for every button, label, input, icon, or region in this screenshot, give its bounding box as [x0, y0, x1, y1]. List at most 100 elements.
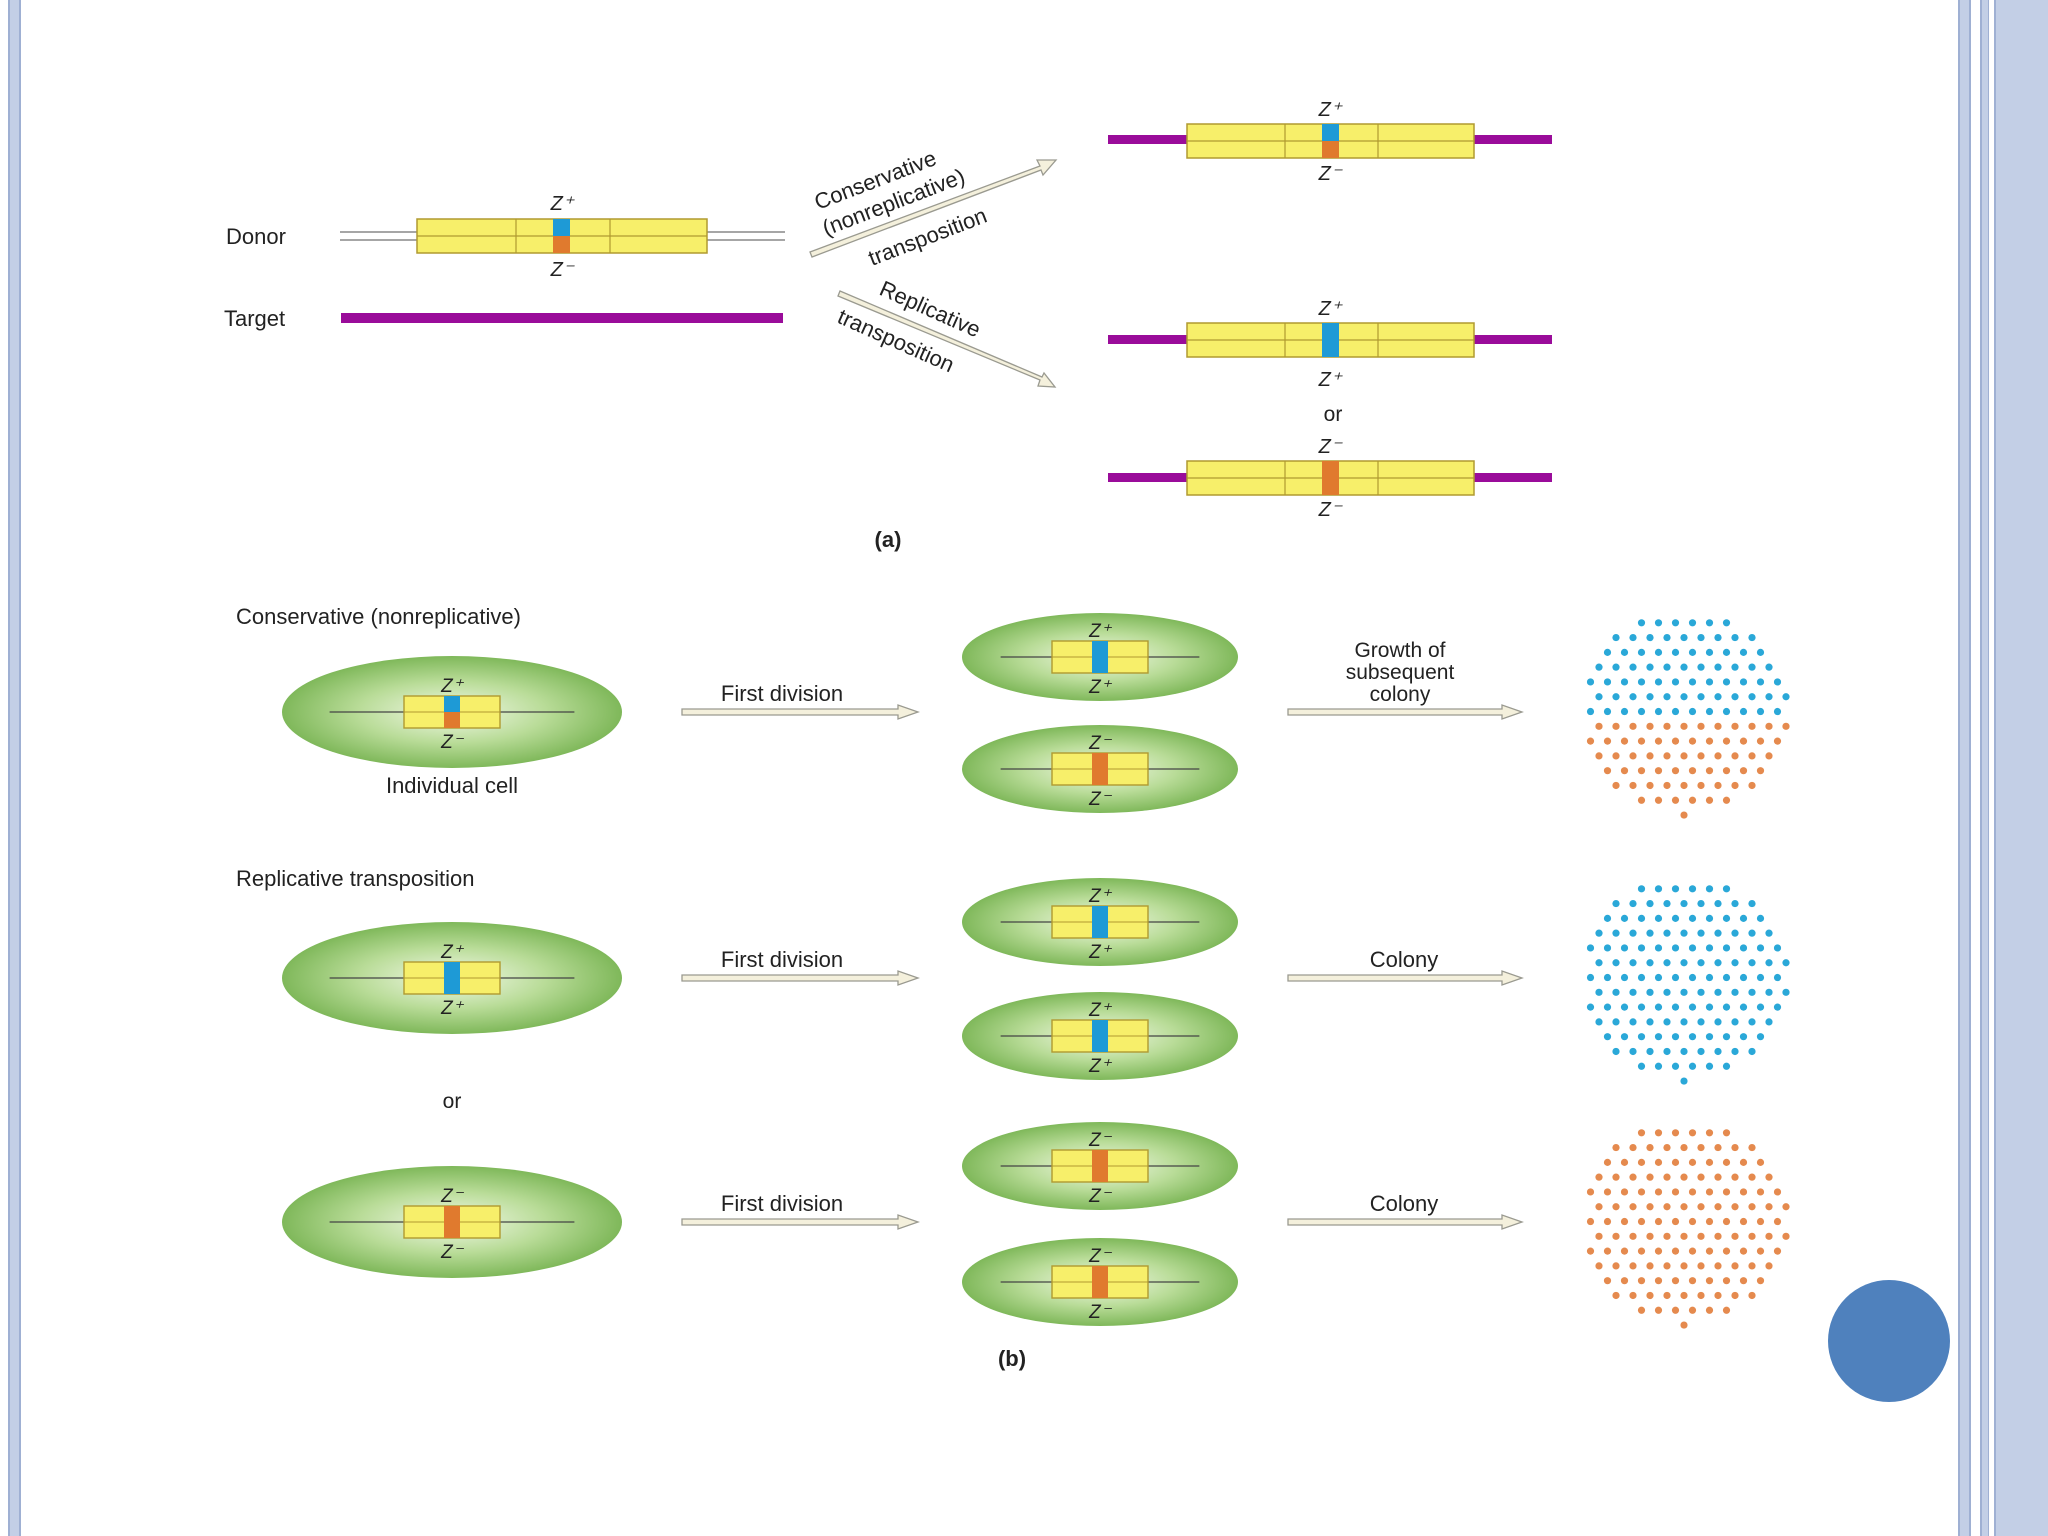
colony-dot — [1688, 707, 1697, 716]
colony-dot — [1671, 648, 1680, 656]
cell-allele-label-bottom: Z⁻ — [1088, 789, 1113, 810]
colony-dot — [1688, 1158, 1697, 1166]
colony-dot — [1714, 1143, 1722, 1152]
colony-dot — [1637, 1003, 1646, 1011]
cell-allele-label-top: Z⁺ — [440, 676, 465, 697]
colony-dot — [1654, 737, 1663, 745]
arrow-replicative-minus-colony — [1287, 1214, 1524, 1230]
colony-dot — [1722, 1188, 1731, 1196]
colony-dot — [1731, 1018, 1739, 1026]
colony-dot — [1697, 663, 1705, 671]
colony-dot — [1731, 1291, 1739, 1300]
colony-dot — [1654, 1188, 1663, 1196]
cell-allele-label-top: Z⁻ — [1088, 1130, 1113, 1151]
colony-dot — [1697, 1203, 1705, 1211]
cell-allele-label-bottom: Z⁺ — [1088, 1056, 1113, 1077]
colony-dot — [1595, 988, 1603, 996]
colony-dot — [1714, 899, 1722, 908]
colony-dot — [1663, 781, 1671, 790]
cell-allele-top — [1092, 1020, 1108, 1036]
part-b-or-label: or — [443, 1090, 462, 1113]
colony-dot — [1705, 1158, 1714, 1166]
cell-allele-bottom — [1092, 922, 1108, 938]
colony-dot — [1748, 693, 1756, 701]
colony-dot — [1612, 1018, 1620, 1026]
colony-dot — [1722, 678, 1731, 686]
colony-dot — [1697, 988, 1705, 996]
colony-dot — [1697, 929, 1705, 937]
colony-dot — [1629, 1047, 1637, 1056]
colony-dot — [1680, 1047, 1688, 1056]
cell-allele-top — [1092, 1150, 1108, 1166]
colony-dot — [1680, 693, 1688, 701]
colony-dot — [1739, 1277, 1748, 1285]
cell-allele-label-bottom: Z⁻ — [1088, 1302, 1113, 1323]
cell-replicative-minus-parent: Z⁻Z⁻ — [282, 1166, 622, 1278]
colony-dot — [1671, 1003, 1680, 1011]
colony-dot — [1646, 722, 1654, 730]
colony-dot — [1782, 1203, 1790, 1211]
colony-dot — [1756, 1217, 1765, 1226]
colony-dot — [1637, 1188, 1646, 1196]
colony-dot — [1620, 767, 1629, 775]
colony-dot — [1586, 678, 1595, 686]
colony-dot — [1637, 1247, 1646, 1255]
colony-dot — [1663, 1173, 1671, 1181]
colony-dot — [1654, 1129, 1663, 1137]
colony-dot — [1637, 1306, 1646, 1314]
cell-allele-label-bottom: Z⁻ — [440, 1242, 465, 1263]
cell-allele-top — [444, 696, 460, 712]
colonies-layer — [1586, 619, 1790, 1329]
colony-dot — [1646, 1203, 1654, 1211]
target-label: Target — [224, 306, 285, 331]
colony-dot — [1688, 796, 1697, 804]
product-replicative-minus: Z⁻ Z⁻ — [1108, 436, 1552, 521]
colony-dot — [1765, 988, 1773, 996]
arrows-layer — [681, 704, 1524, 1230]
cell-replicative-plus-daughter-1: Z⁺Z⁺ — [962, 878, 1238, 966]
colony-dot — [1782, 1232, 1790, 1240]
panel-label-a: (a) — [875, 527, 902, 552]
colony-dot — [1671, 707, 1680, 716]
cell-allele-label-top: Z⁺ — [440, 942, 465, 963]
colony-dot — [1731, 1173, 1739, 1181]
conservative-title: Conservative (nonreplicative) — [236, 604, 521, 629]
colony-dot — [1595, 959, 1603, 967]
colony-dot — [1620, 1158, 1629, 1166]
colony-dot — [1739, 1217, 1748, 1226]
colony-dot — [1663, 1018, 1671, 1026]
colony-dot — [1722, 1247, 1731, 1255]
donor-dna: Z⁺ Z⁻ — [340, 193, 785, 281]
colony-dot — [1629, 899, 1637, 908]
colony-dot — [1663, 1262, 1671, 1270]
colony-dot — [1739, 737, 1748, 745]
colony-dot — [1688, 1277, 1697, 1285]
colony-dot — [1629, 1173, 1637, 1181]
colony-dot — [1722, 619, 1731, 627]
colony-dot — [1688, 1217, 1697, 1226]
colony-dot — [1697, 1232, 1705, 1240]
colony-dot — [1714, 1232, 1722, 1240]
first-division-label-3: First division — [721, 1191, 843, 1216]
colony-dot — [1756, 973, 1765, 982]
colony-dot — [1646, 781, 1654, 790]
colony-dot — [1714, 633, 1722, 642]
colony-dot — [1637, 767, 1646, 775]
colony-dot — [1637, 619, 1646, 627]
target-dna — [341, 313, 783, 323]
colony-dot — [1612, 1262, 1620, 1270]
colony-dot — [1595, 1262, 1603, 1270]
colony-dot — [1629, 988, 1637, 996]
colony-dot — [1646, 752, 1654, 760]
colony-dot — [1663, 693, 1671, 701]
colony-dot — [1731, 663, 1739, 671]
colony-dot — [1705, 1306, 1714, 1314]
colony-dot — [1722, 944, 1731, 952]
colony-dot — [1782, 722, 1790, 730]
colony-dot — [1739, 1033, 1748, 1041]
colony-dot — [1612, 899, 1620, 908]
cell-allele-bottom — [1092, 657, 1108, 673]
colony-dot — [1663, 959, 1671, 967]
colony-dot — [1603, 944, 1612, 952]
cell-allele-top — [1092, 1266, 1108, 1282]
